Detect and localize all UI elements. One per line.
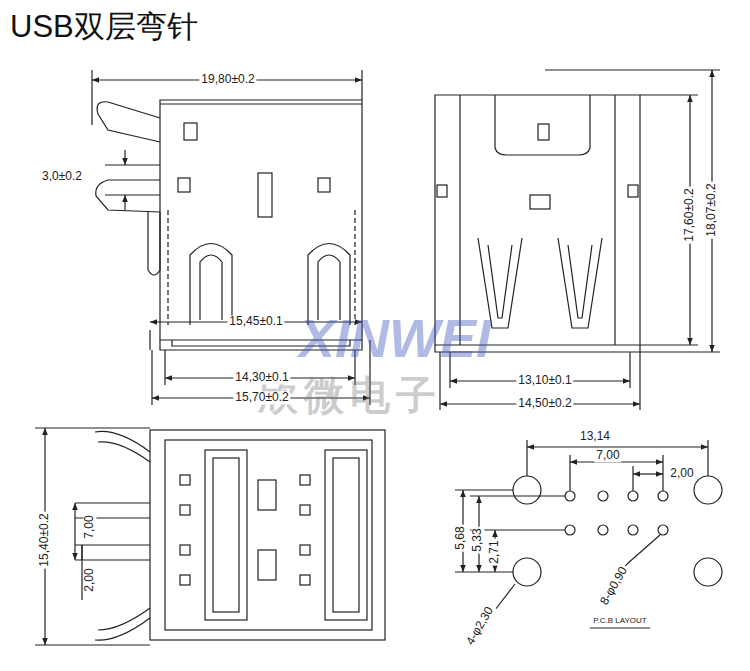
dimension-label: 5,68 — [454, 524, 467, 551]
dimension-label: 7,00 — [594, 449, 621, 462]
watermark: XINWEI — [299, 307, 491, 369]
dimension-label: 19,80±0.2 — [199, 73, 256, 86]
dimension-label: 3,0±0.2 — [40, 170, 84, 183]
dimension-label: 15,45±0.1 — [227, 315, 284, 328]
dimension-label: 8-φ0,90 — [597, 563, 631, 609]
dimension-label: 18,07±0.2 — [705, 181, 718, 238]
title: USB双层弯针 — [10, 6, 198, 48]
dimension-label: 2,00 — [83, 566, 96, 593]
dimension-label: 4-φ2,30 — [463, 603, 497, 649]
dimension-label: 5,33 — [471, 526, 484, 553]
dimension-label: 14,50±0.2 — [516, 397, 573, 410]
dimension-label: P.C.B LAYOUT — [591, 617, 649, 626]
dimension-label: 13,14 — [578, 430, 612, 443]
dimension-label: 13,10±0.1 — [516, 374, 573, 387]
dimension-label: 15,40±0.2 — [38, 511, 51, 568]
dimension-label: 2,00 — [668, 467, 695, 480]
dimension-label: 7,00 — [83, 513, 96, 540]
dimension-label: 2,71 — [488, 538, 501, 565]
dimension-label: 17,60±0.2 — [683, 186, 696, 243]
dimension-label: 14,30±0.1 — [233, 371, 290, 384]
dimension-label: 15,70±0.2 — [233, 391, 290, 404]
